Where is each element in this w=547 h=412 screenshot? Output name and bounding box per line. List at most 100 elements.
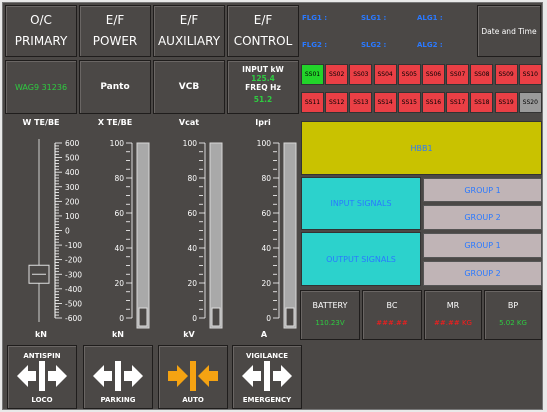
- hbb1-panel[interactable]: HBB1: [301, 121, 542, 175]
- meter-label: BATTERY: [312, 301, 348, 310]
- input-kw-label: INPUT kW: [242, 65, 284, 74]
- parking-button[interactable]: PARKING: [83, 345, 153, 409]
- x_te_be-tick-label: 80: [114, 174, 124, 183]
- ss-indicator-ss03[interactable]: SS03: [349, 64, 373, 85]
- te-be-tick-label: 400: [65, 168, 80, 177]
- freq-label: FREQ Hz: [245, 83, 281, 92]
- te-be-tick-label: -400: [65, 285, 82, 294]
- vcat-bar-frame: [209, 142, 223, 329]
- ef-control-tile[interactable]: E/F CONTROL: [227, 5, 299, 57]
- ef-power-tile[interactable]: E/F POWER: [79, 5, 151, 57]
- freq-value: 51.2: [253, 95, 273, 104]
- ss-indicator-ss12[interactable]: SS12: [325, 92, 349, 113]
- group-label: GROUP 1: [464, 185, 501, 195]
- x_te_be-tick-label: 100: [110, 139, 125, 148]
- ipri-bar-frame: [283, 142, 297, 329]
- te-be-tick-label: 300: [65, 183, 80, 192]
- mr-meter: MR ##.## KG: [424, 290, 482, 340]
- output-group1-button[interactable]: GROUP 1: [423, 233, 542, 258]
- ss-indicator-ss13[interactable]: SS13: [349, 92, 373, 113]
- ipri-tick-label: 60: [261, 209, 271, 218]
- button-top-label: ANTISPIN: [23, 352, 61, 360]
- tile-line2: AUXILIARY: [157, 34, 221, 48]
- date-time-text: Date and Time: [481, 26, 537, 36]
- output-group2-button[interactable]: GROUP 2: [423, 261, 542, 286]
- vcb-label: VCB: [178, 82, 200, 92]
- ipri-tick-label: 0: [266, 314, 271, 323]
- ipri-tick-label: 20: [261, 279, 271, 288]
- ss-indicator-ss18[interactable]: SS18: [470, 92, 494, 113]
- vcb-tile[interactable]: VCB: [153, 60, 225, 114]
- date-time-box: Date and Time: [477, 5, 541, 57]
- ss-indicator-ss06[interactable]: SS06: [422, 64, 445, 85]
- vcat-tick-label: 0: [192, 314, 197, 323]
- ss-indicator-ss14[interactable]: SS14: [373, 92, 397, 113]
- button-bottom-label: AUTO: [182, 396, 204, 404]
- tile-line2: PRIMARY: [14, 34, 68, 48]
- split-arrows-icon: [17, 361, 67, 391]
- input-kw-value: 125.4: [251, 74, 275, 83]
- te-be-tick-label: 100: [65, 212, 80, 221]
- group-label: GROUP 2: [464, 269, 501, 278]
- bc-meter: BC ###.##: [362, 290, 422, 340]
- ss-indicator-ss08[interactable]: SS08: [470, 64, 494, 85]
- vcat-tick-label: 80: [187, 174, 197, 183]
- button-bottom-label: EMERGENCY: [242, 396, 292, 404]
- split-arrows-icon: [242, 361, 292, 391]
- ss-indicator-ss17[interactable]: SS17: [446, 92, 470, 113]
- vigilance-emergency-button[interactable]: VIGILANCE EMERGENCY: [232, 345, 302, 409]
- flg1-label: FLG1 :: [302, 14, 328, 22]
- input-signals-button[interactable]: INPUT SIGNALS: [301, 177, 421, 230]
- battery-meter: BATTERY 110.23V: [300, 290, 360, 340]
- ef-auxiliary-tile[interactable]: E/F AUXILIARY: [153, 5, 225, 57]
- ipri-tick-label: 100: [257, 139, 272, 148]
- ss-indicator-ss16[interactable]: SS16: [422, 92, 445, 113]
- slg1-label: SLG1 :: [361, 14, 387, 22]
- button-top-label: VIGILANCE: [245, 352, 289, 360]
- ss-indicator-ss11[interactable]: SS11: [301, 92, 324, 113]
- tile-line1: E/F: [179, 13, 199, 27]
- ss-indicator-ss15[interactable]: SS15: [397, 92, 421, 113]
- flags-panel: FLG1 : SLG1 : ALG1 : FLG2 : SLG2 : ALG2 …: [300, 5, 475, 57]
- te-be-tick-label: 600: [65, 139, 80, 148]
- ipri-bar-cap: [285, 307, 295, 327]
- output-signals-button[interactable]: OUTPUT SIGNALS: [301, 232, 421, 286]
- meter-value: ###.##: [376, 319, 408, 327]
- output-signals-label: OUTPUT SIGNALS: [326, 254, 396, 264]
- bp-meter: BP 5.02 KG: [484, 290, 542, 340]
- input-group2-button[interactable]: GROUP 2: [423, 205, 542, 230]
- te-be-tick-label: 200: [65, 197, 80, 206]
- ss-indicator-ss10[interactable]: SS10: [518, 64, 542, 85]
- alg1-label: ALG1 :: [417, 14, 443, 22]
- ss-indicator-ss01[interactable]: SS01: [301, 64, 324, 85]
- antispin-loco-button[interactable]: ANTISPIN LOCO: [7, 345, 77, 409]
- ss-indicator-ss05[interactable]: SS05: [397, 64, 421, 85]
- te-be-tick-label: -300: [65, 270, 82, 279]
- input-group1-button[interactable]: GROUP 1: [423, 178, 542, 202]
- ss-indicator-ss04[interactable]: SS04: [373, 64, 397, 85]
- x_te_be-tick-label: 20: [114, 279, 124, 288]
- te-be-tick-label: 500: [65, 154, 80, 163]
- converging-arrows-icon: [168, 361, 218, 391]
- ss-indicator-ss09[interactable]: SS09: [494, 64, 518, 85]
- loco-id-tile: WAG9 31236: [5, 60, 77, 114]
- slg2-label: SLG2 :: [361, 41, 387, 49]
- button-bottom-label: LOCO: [31, 396, 53, 404]
- te-be-tick-label: -100: [65, 241, 82, 250]
- ipri-tick-label: 40: [261, 244, 271, 253]
- panto-label: Panto: [100, 82, 130, 92]
- tile-line2: POWER: [92, 34, 138, 48]
- input-signals-label: INPUT SIGNALS: [330, 199, 392, 208]
- ss-indicator-ss20[interactable]: SS20: [518, 92, 542, 113]
- ss-indicator-ss02[interactable]: SS02: [325, 64, 349, 85]
- ss-indicator-ss19[interactable]: SS19: [494, 92, 518, 113]
- auto-button[interactable]: AUTO: [158, 345, 228, 409]
- hbb1-label: HBB1: [410, 143, 433, 153]
- oc-primary-tile[interactable]: O/C PRIMARY: [5, 5, 77, 57]
- ss-indicator-ss07[interactable]: SS07: [446, 64, 470, 85]
- group-label: GROUP 1: [464, 241, 501, 250]
- meter-value: ##.## KG: [434, 319, 472, 327]
- ipri-tick-label: 80: [261, 174, 271, 183]
- panto-tile[interactable]: Panto: [79, 60, 151, 114]
- meter-label: BC: [386, 301, 398, 310]
